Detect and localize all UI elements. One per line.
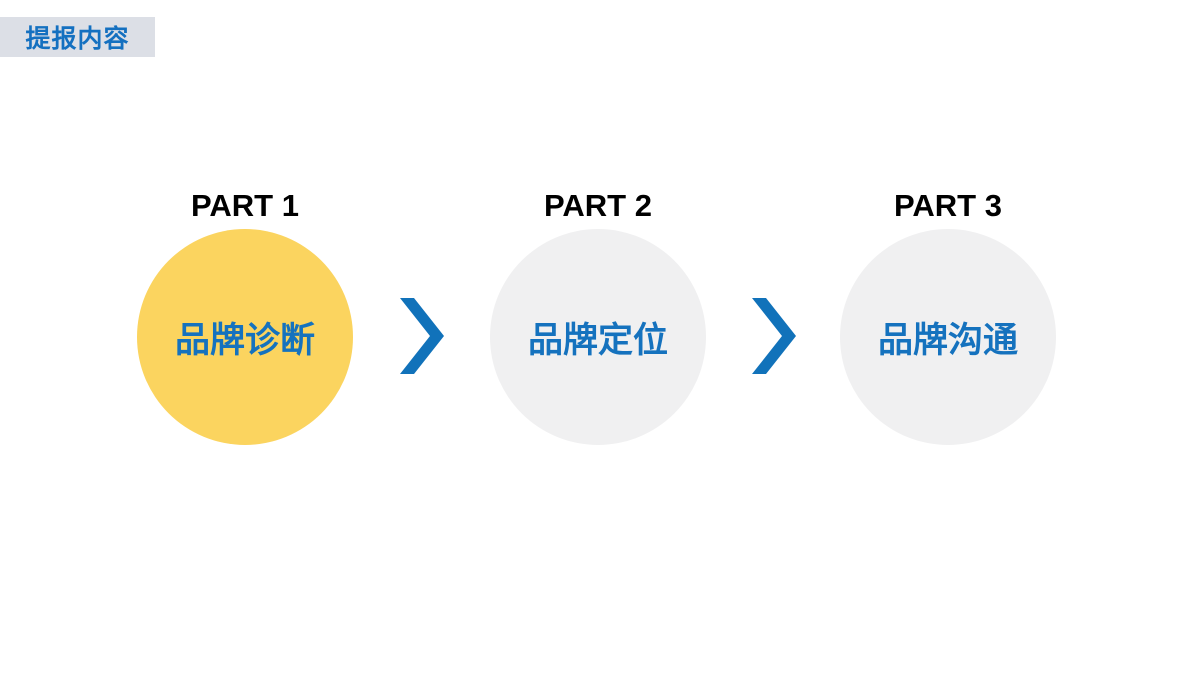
stage-1-circle: 品牌诊断 — [137, 229, 353, 445]
stage-1-circle-label: 品牌诊断 — [174, 320, 315, 360]
stage-3-circle-label: 品牌沟通 — [877, 320, 1018, 360]
chevron-right-icon-shape — [752, 298, 796, 374]
chevron-right-icon — [752, 298, 796, 374]
stage-2-part-label: PART 2 — [544, 188, 652, 223]
chevron-right-icon-shape — [400, 298, 444, 374]
stage-2: PART 2 品牌定位 — [490, 186, 706, 445]
stage-3-part-label: PART 3 — [894, 188, 1002, 223]
stage-3-circle: 品牌沟通 — [840, 229, 1056, 445]
stage-2-circle: 品牌定位 — [490, 229, 706, 445]
stage-2-circle-label: 品牌定位 — [527, 320, 668, 360]
chevron-right-icon — [400, 298, 444, 374]
stage-1: PART 1 品牌诊断 — [137, 186, 353, 445]
stage-3: PART 3 品牌沟通 — [840, 186, 1056, 445]
header-badge: 提报内容 — [0, 17, 155, 57]
stage-1-part-label: PART 1 — [191, 188, 299, 223]
